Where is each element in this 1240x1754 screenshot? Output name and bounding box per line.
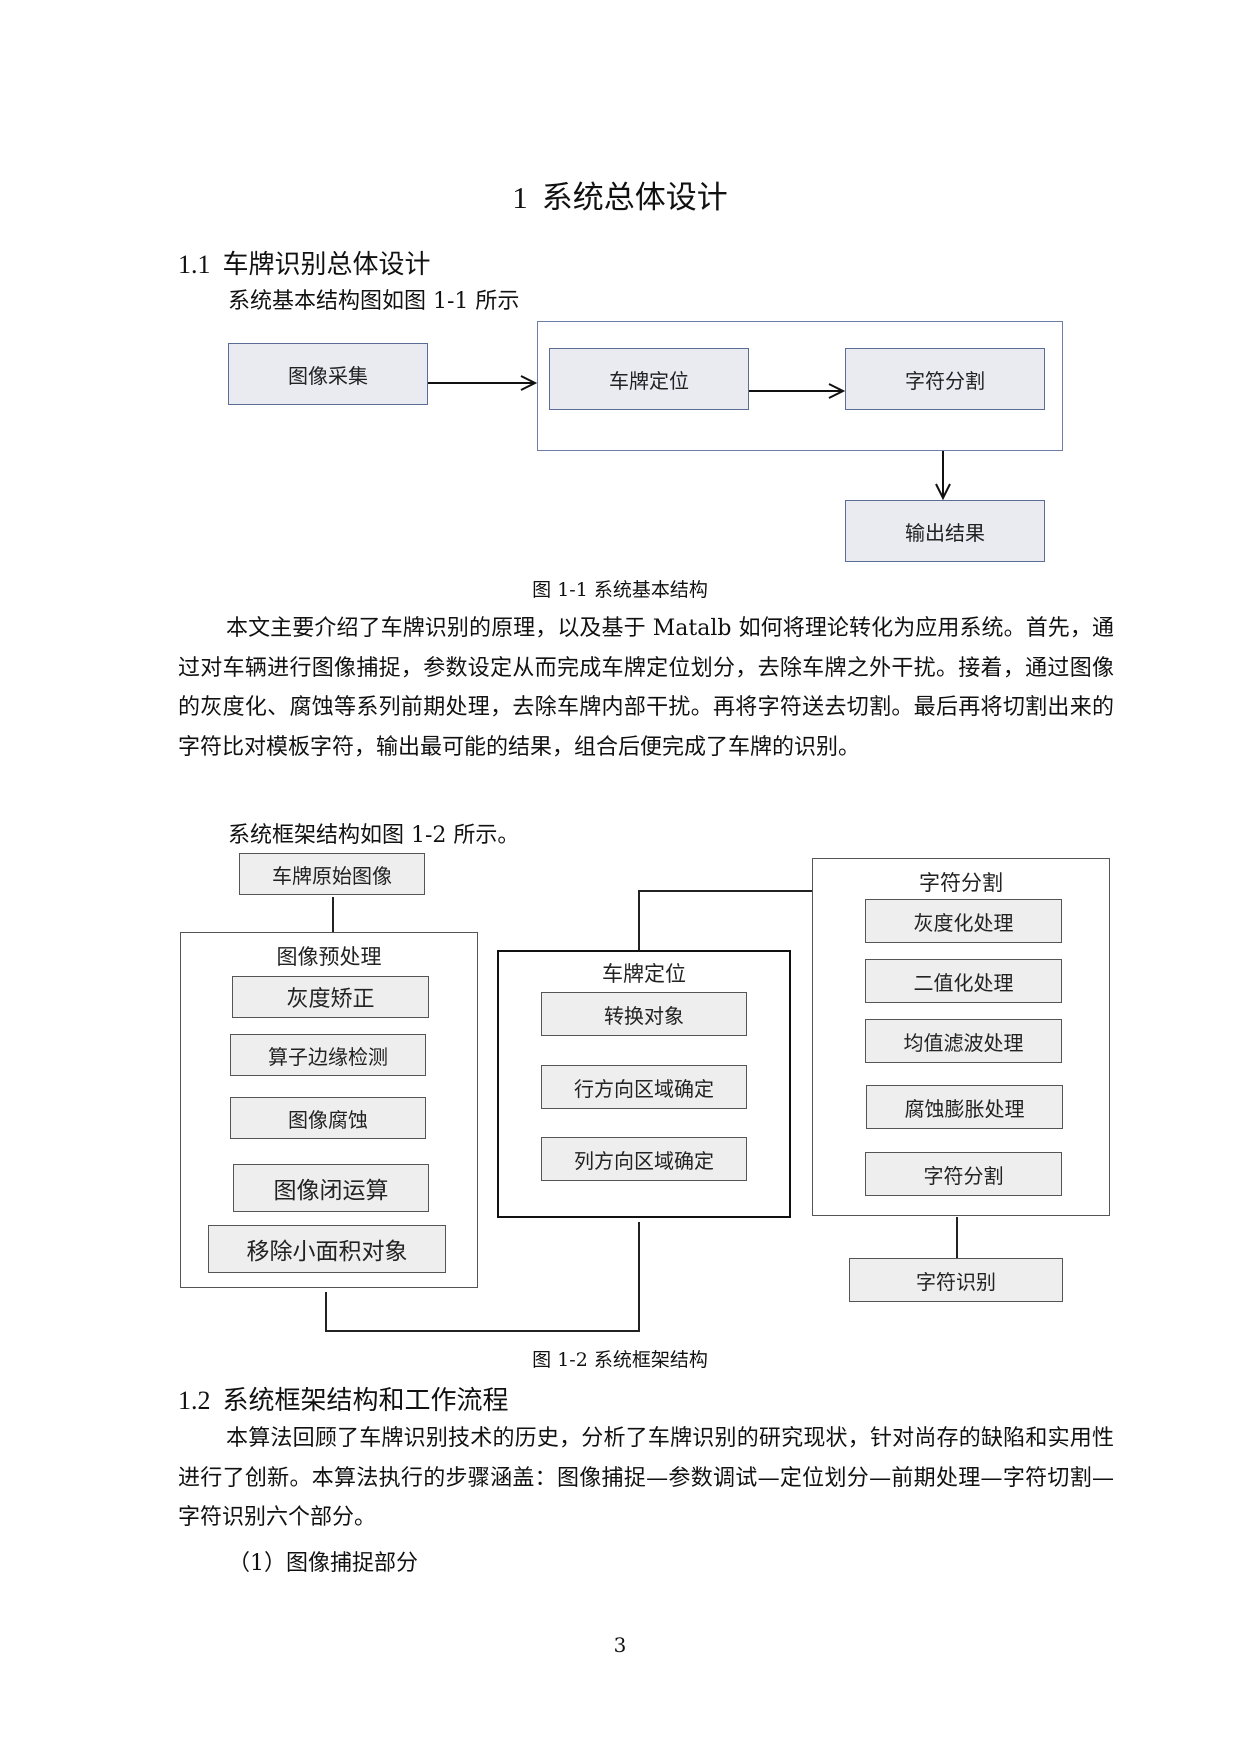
page-number: 3 <box>613 1633 627 1657</box>
fig2-segment-item-3: 均值滤波处理 <box>865 1019 1062 1063</box>
fig1-box-output: 输出结果 <box>845 500 1045 562</box>
fig1-box-segment: 字符分割 <box>845 348 1045 410</box>
arrowhead-2 <box>828 383 846 399</box>
fig2-caption: 图 1-2 系统框架结构 <box>532 1349 708 1371</box>
fig2-preprocess-item-4: 图像闭运算 <box>233 1164 429 1212</box>
intro-line: 系统基本结构图如图 1-1 所示 <box>228 289 520 314</box>
fig1-box-locate: 车牌定位 <box>549 348 749 410</box>
fig2-recognize-box: 字符识别 <box>849 1258 1063 1302</box>
fig2-preprocess-item-1: 灰度矫正 <box>232 976 429 1018</box>
fig2-segment-title: 字符分割 <box>919 871 1003 895</box>
paragraph-2: 本算法回顾了车牌识别技术的历史，分析了车牌识别的研究现状，针对尚存的缺陷和实用性… <box>178 1426 1114 1530</box>
section-title: 车牌识别总体设计 <box>222 250 431 280</box>
arrowhead-3 <box>935 483 951 501</box>
fig2-segment-item-4: 腐蚀膨胀处理 <box>866 1085 1063 1129</box>
chapter-title: 1 系统总体设计 <box>0 172 1240 217</box>
fig2-segment-item-2: 二值化处理 <box>865 959 1062 1003</box>
fig2-segment-item-5: 字符分割 <box>865 1152 1062 1196</box>
section-heading-1-1: 1.1 车牌识别总体设计 <box>178 244 431 281</box>
connector-locate-to-segment <box>638 890 812 950</box>
fig2-raw-image-box: 车牌原始图像 <box>239 853 425 895</box>
list-item-1: （1）图像捕捉部分 <box>228 1551 418 1576</box>
fig2-preprocess-item-3: 图像腐蚀 <box>230 1097 426 1139</box>
locate-segment-group-frame <box>537 321 1063 451</box>
fig2-preprocess-title: 图像预处理 <box>276 945 382 969</box>
paragraph-1: 本文主要介绍了车牌识别的原理，以及基于 Matalb 如何将理论转化为应用系统。… <box>178 616 1114 760</box>
fig2-intro: 系统框架结构如图 1-2 所示。 <box>228 823 520 848</box>
fig2-locate-title: 车牌定位 <box>602 962 686 986</box>
fig2-segment-item-1: 灰度化处理 <box>865 899 1062 943</box>
section-number: 1.2 <box>178 1386 211 1415</box>
fig2-locate-item-2: 行方向区域确定 <box>541 1065 747 1109</box>
chapter-title-text: 系统总体设计 <box>541 180 728 216</box>
fig2-locate-item-3: 列方向区域确定 <box>541 1137 747 1181</box>
fig1-box-acquire: 图像采集 <box>228 343 428 405</box>
fig2-preprocess-item-5: 移除小面积对象 <box>208 1225 446 1273</box>
section-heading-1-2: 1.2 系统框架结构和工作流程 <box>178 1380 509 1417</box>
fig1-caption: 图 1-1 系统基本结构 <box>532 579 708 601</box>
section-number: 1.1 <box>178 250 211 279</box>
fig2-preprocess-item-2: 算子边缘检测 <box>230 1034 426 1076</box>
section-title: 系统框架结构和工作流程 <box>222 1386 509 1416</box>
chapter-number: 1 <box>512 180 528 215</box>
arrowhead-1 <box>520 375 538 391</box>
connector-preprocess-to-locate <box>325 1222 640 1332</box>
fig2-locate-item-1: 转换对象 <box>541 992 747 1036</box>
